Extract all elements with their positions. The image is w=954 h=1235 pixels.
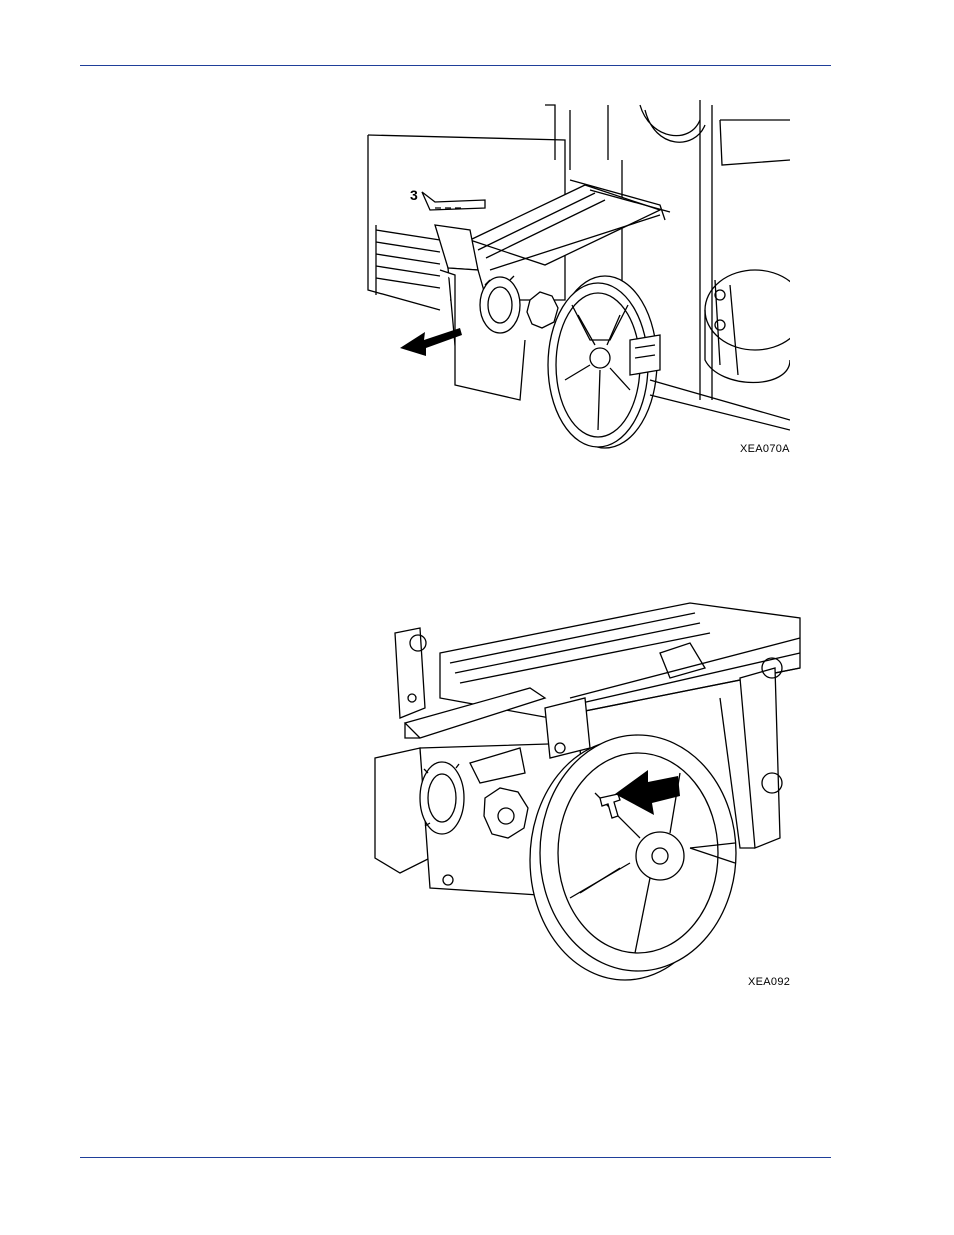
figure-1-illustration: 3 <box>360 100 790 452</box>
header-rule <box>80 65 831 66</box>
figure-2-drawing <box>360 598 808 996</box>
figure-1-id-label: XEA070A <box>740 443 790 455</box>
svg-text:3: 3 <box>410 187 418 203</box>
figure-1-drawing: 3 <box>360 100 790 452</box>
footer-rule <box>80 1157 831 1158</box>
arrow-left-icon <box>400 328 462 356</box>
figure-2-id-label: XEA092 <box>748 976 790 988</box>
figure-2-illustration <box>360 598 808 996</box>
